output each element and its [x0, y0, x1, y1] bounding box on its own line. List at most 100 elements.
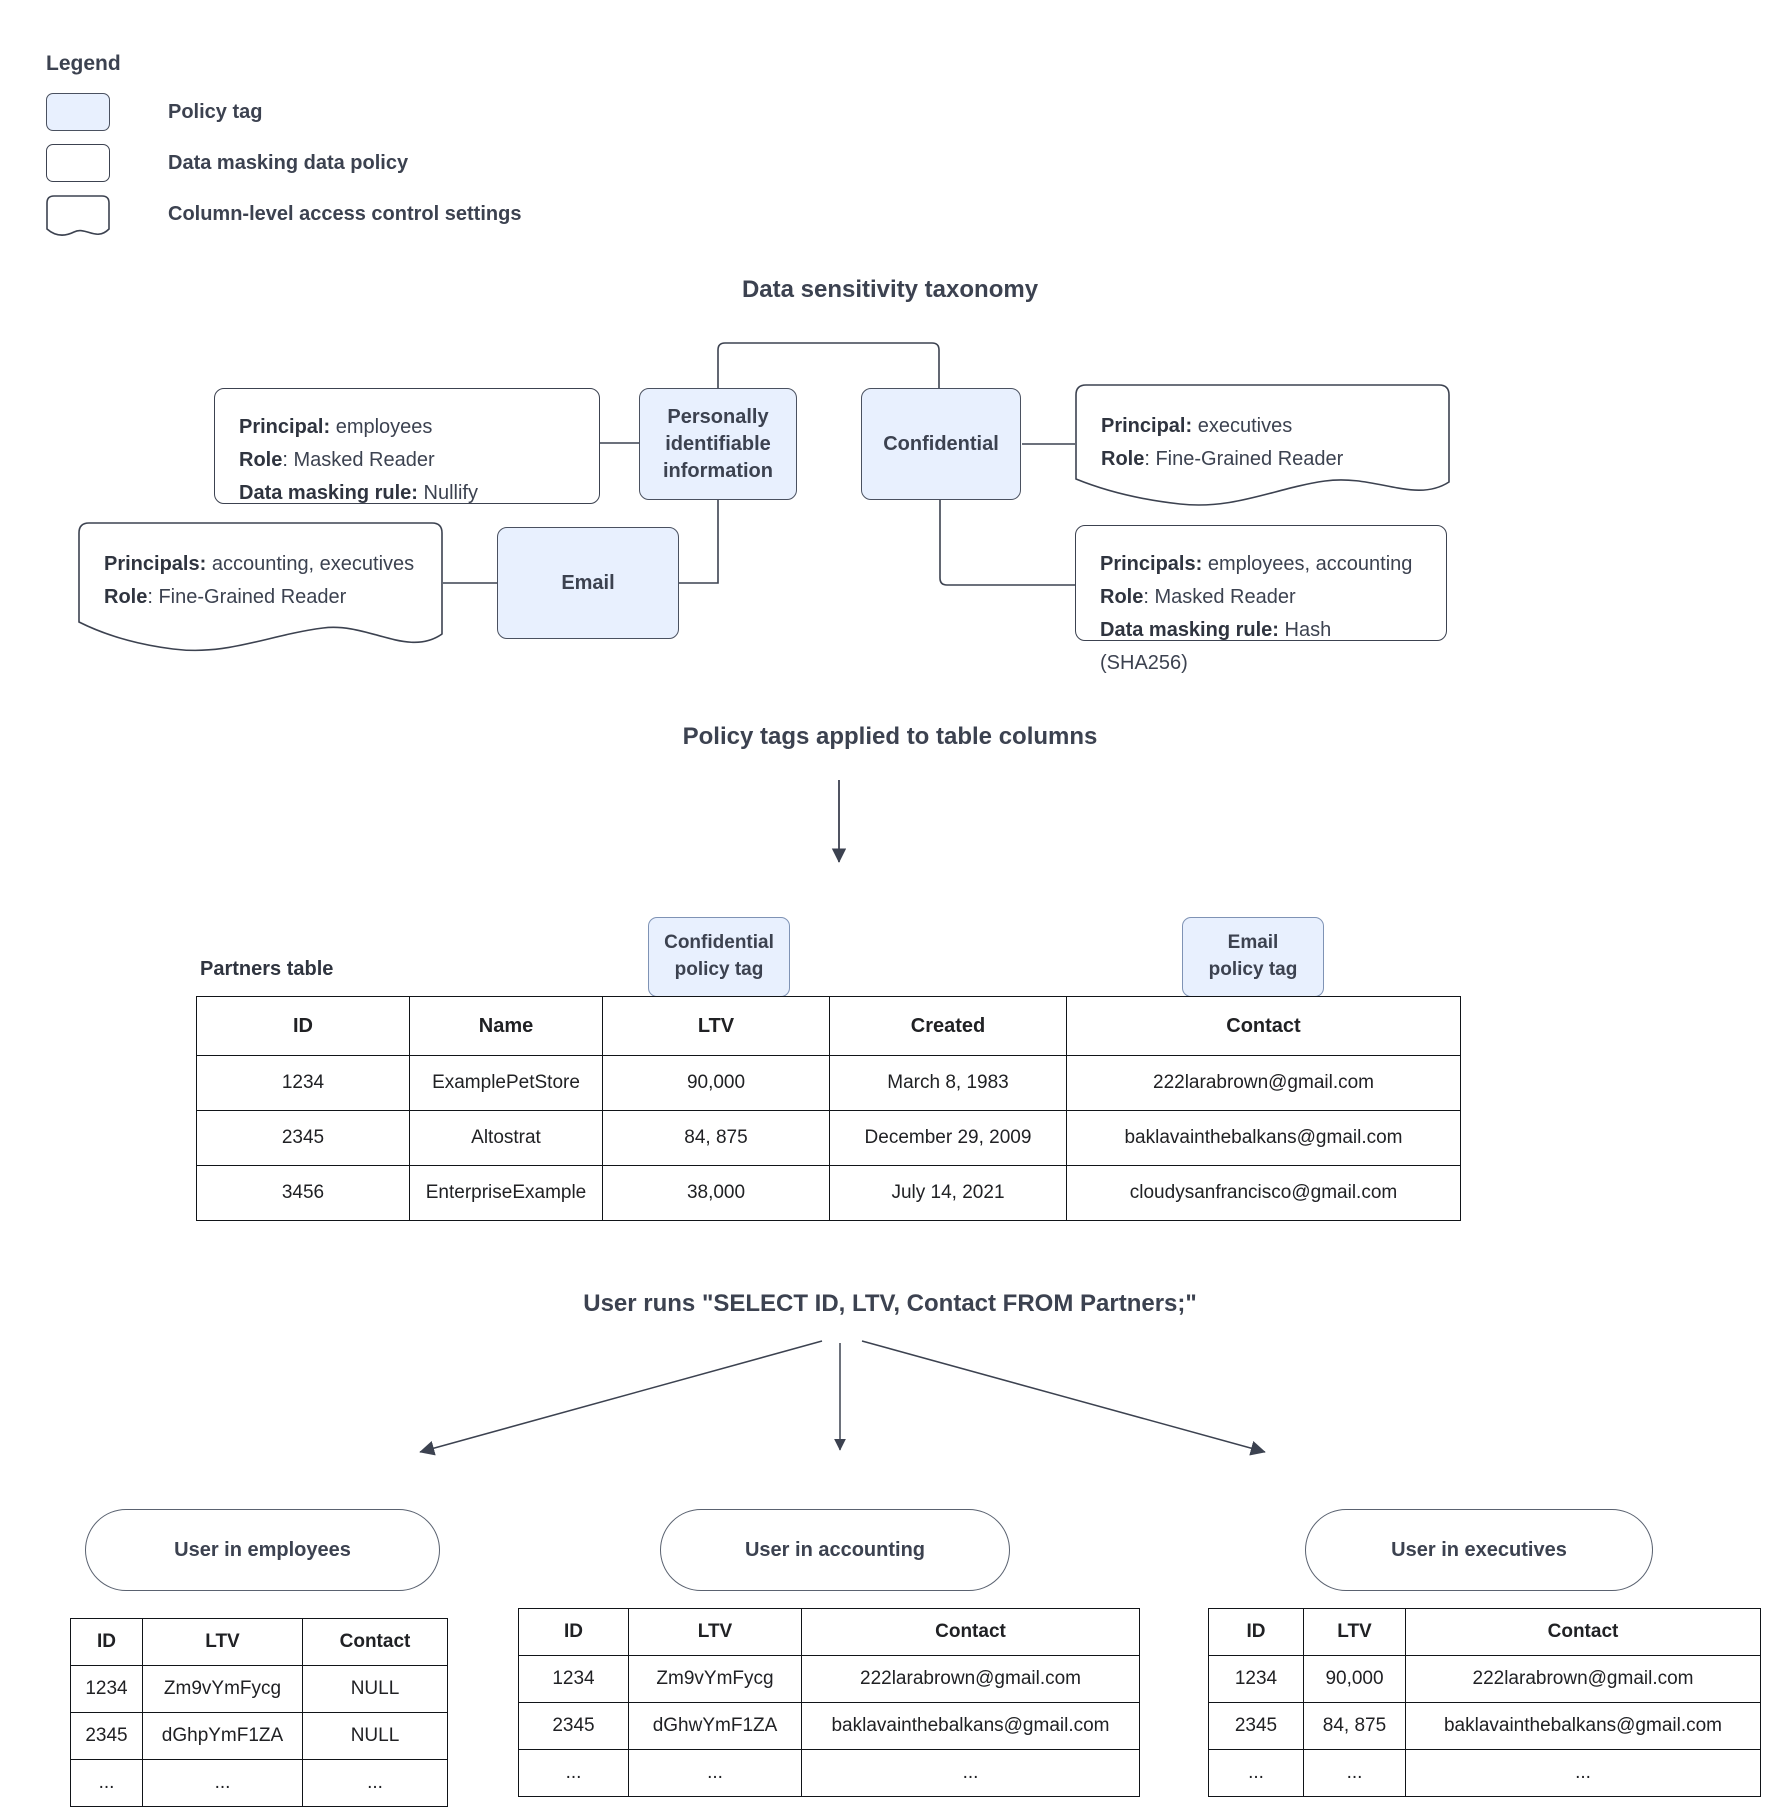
column-header-id: ID: [196, 996, 410, 1056]
policy-principal-value: employees: [330, 416, 433, 438]
legend-item-label: Data masking data policy: [168, 151, 409, 174]
result-table-executives-wrapper: ID LTV Contact 1234 90,000 222larabrown@…: [1208, 1608, 1761, 1797]
column-header-contact: Contact: [302, 1618, 448, 1666]
applied-title: Policy tags applied to table columns: [682, 723, 1098, 750]
table-header-row: ID Name LTV Created Contact: [196, 996, 1461, 1056]
table-row: 2345 dGhwYmF1ZA baklavainthebalkans@gmai…: [518, 1702, 1140, 1750]
pii-data-masking-policy: Principal: employees Role: Masked Reader…: [214, 388, 600, 504]
actor-label: User in executives: [1391, 1538, 1567, 1561]
cell-name: ExamplePetStore: [409, 1055, 603, 1111]
policy-principal-label: Principal:: [239, 416, 331, 438]
node-label: Email: [561, 571, 615, 594]
table-row: 1234 Zm9vYmFycg 222larabrown@gmail.com: [518, 1655, 1140, 1703]
cell-ltv: Zm9vYmFycg: [142, 1665, 303, 1713]
table-row: 1234 Zm9vYmFycg NULL: [70, 1665, 448, 1713]
result-table-accounting: ID LTV Contact 1234 Zm9vYmFycg 222larabr…: [518, 1608, 1140, 1797]
cell-id: 1234: [1208, 1655, 1304, 1703]
table-header-row: ID LTV Contact: [518, 1608, 1140, 1656]
cell-contact: ...: [1405, 1749, 1761, 1797]
policy-rule-label: Data masking rule:: [239, 482, 418, 504]
policy-rule-label: Data masking rule:: [1100, 619, 1279, 641]
cell-contact: NULL: [302, 1712, 448, 1760]
cell-ltv: ...: [628, 1749, 802, 1797]
policy-role-label: Role: [239, 449, 283, 471]
email-column-access-settings: Principals: accounting, executives Role:…: [78, 522, 443, 652]
cell-ltv: Zm9vYmFycg: [628, 1655, 802, 1703]
cell-contact: ...: [801, 1749, 1140, 1797]
cell-ltv: 90,000: [602, 1055, 830, 1111]
policy-rule-value: Hash (SHA256): [1100, 619, 1332, 674]
cell-contact: baklavainthebalkans@gmail.com: [1066, 1110, 1461, 1166]
taxonomy-title: Data sensitivity taxonomy: [741, 276, 1039, 303]
cell-contact: 222larabrown@gmail.com: [1066, 1055, 1461, 1111]
cell-id: 1234: [518, 1655, 629, 1703]
query-title: User runs "SELECT ID, LTV, Contact FROM …: [583, 1290, 1197, 1317]
actor-user-in-executives: User in executives: [1305, 1509, 1653, 1591]
legend-item-data-masking: Data masking data policy: [46, 139, 666, 187]
column-header-contact: Contact: [1405, 1608, 1761, 1656]
cell-ltv: dGhpYmF1ZA: [142, 1712, 303, 1760]
column-header-ltv: LTV: [1303, 1608, 1406, 1656]
node-label: Personally identifiable information: [663, 405, 773, 482]
cell-id: 2345: [518, 1702, 629, 1750]
policy-rule-line: Data masking rule: Nullify: [239, 477, 575, 510]
node-label: Confidential: [883, 432, 999, 455]
policy-role-line: Role: Masked Reader: [239, 444, 575, 477]
policy-tag-swatch: [46, 93, 110, 131]
node-confidential[interactable]: Confidential: [861, 388, 1021, 500]
column-header-created: Created: [829, 996, 1067, 1056]
partners-table: ID Name LTV Created Contact 1234 Example…: [196, 996, 1461, 1221]
data-masking-swatch: [46, 144, 110, 182]
access-role-value: : Fine-Grained Reader: [147, 586, 347, 608]
cell-contact: 222larabrown@gmail.com: [1405, 1655, 1761, 1703]
table-row: ... ... ...: [1208, 1749, 1761, 1797]
col-tag-line2: policy tag: [674, 959, 764, 980]
cell-contact: NULL: [302, 1665, 448, 1713]
partners-table-label: Partners table: [200, 958, 334, 980]
cell-ltv: ...: [1303, 1749, 1406, 1797]
confidential-data-masking-policy: Principals: employees, accounting Role: …: [1075, 525, 1447, 674]
policy-role-line: Role: Masked Reader: [1100, 581, 1422, 614]
table-header-row: ID LTV Contact: [1208, 1608, 1761, 1656]
partners-table-wrapper: ID Name LTV Created Contact 1234 Example…: [196, 996, 1461, 1221]
node-personally-identifiable-information[interactable]: Personally identifiable information: [639, 388, 797, 500]
cell-id: 1234: [196, 1055, 410, 1111]
col-tag-line1: Confidential: [664, 932, 774, 954]
policy-role-value: : Masked Reader: [282, 449, 435, 471]
col-tag-line1: Email: [1227, 932, 1279, 954]
column-header-ltv: LTV: [628, 1608, 802, 1656]
cell-contact: baklavainthebalkans@gmail.com: [1405, 1702, 1761, 1750]
column-header-contact: Contact: [801, 1608, 1140, 1656]
cell-created: July 14, 2021: [829, 1165, 1067, 1221]
email-policy-tag-callout[interactable]: Email policy tag: [1182, 917, 1324, 997]
cell-ltv: 84, 875: [1303, 1702, 1406, 1750]
legend-item-policy-tag: Policy tag: [46, 88, 666, 136]
cell-id: 2345: [196, 1110, 410, 1166]
access-role-label: Role: [104, 586, 148, 608]
policy-role-label: Role: [1100, 586, 1144, 608]
cell-contact: baklavainthebalkans@gmail.com: [801, 1702, 1140, 1750]
cell-name: Altostrat: [409, 1110, 603, 1166]
actor-user-in-employees: User in employees: [85, 1509, 440, 1591]
access-principals-line: Principals: accounting, executives: [104, 548, 417, 581]
access-role-line: Role: Fine-Grained Reader: [104, 581, 417, 614]
cell-ltv: 38,000: [602, 1165, 830, 1221]
column-header-id: ID: [1208, 1608, 1304, 1656]
column-header-ltv: LTV: [142, 1618, 303, 1666]
cell-id: 2345: [70, 1712, 143, 1760]
cell-ltv: dGhwYmF1ZA: [628, 1702, 802, 1750]
node-email[interactable]: Email: [497, 527, 679, 639]
confidential-column-access-settings: Principal: executives Role: Fine-Grained…: [1075, 384, 1450, 510]
table-row: 3456 EnterpriseExample 38,000 July 14, 2…: [196, 1165, 1461, 1221]
column-header-id: ID: [70, 1618, 143, 1666]
cell-name: EnterpriseExample: [409, 1165, 603, 1221]
result-table-employees-wrapper: ID LTV Contact 1234 Zm9vYmFycg NULL 2345…: [70, 1618, 448, 1807]
confidential-policy-tag-callout[interactable]: Confidential policy tag: [648, 917, 790, 997]
cell-contact: ...: [302, 1759, 448, 1807]
access-principal-line: Principal: executives: [1101, 410, 1424, 443]
table-row: 1234 90,000 222larabrown@gmail.com: [1208, 1655, 1761, 1703]
cell-id: 3456: [196, 1165, 410, 1221]
cell-ltv: ...: [142, 1759, 303, 1807]
result-table-executives: ID LTV Contact 1234 90,000 222larabrown@…: [1208, 1608, 1761, 1797]
column-header-name: Name: [409, 996, 603, 1056]
